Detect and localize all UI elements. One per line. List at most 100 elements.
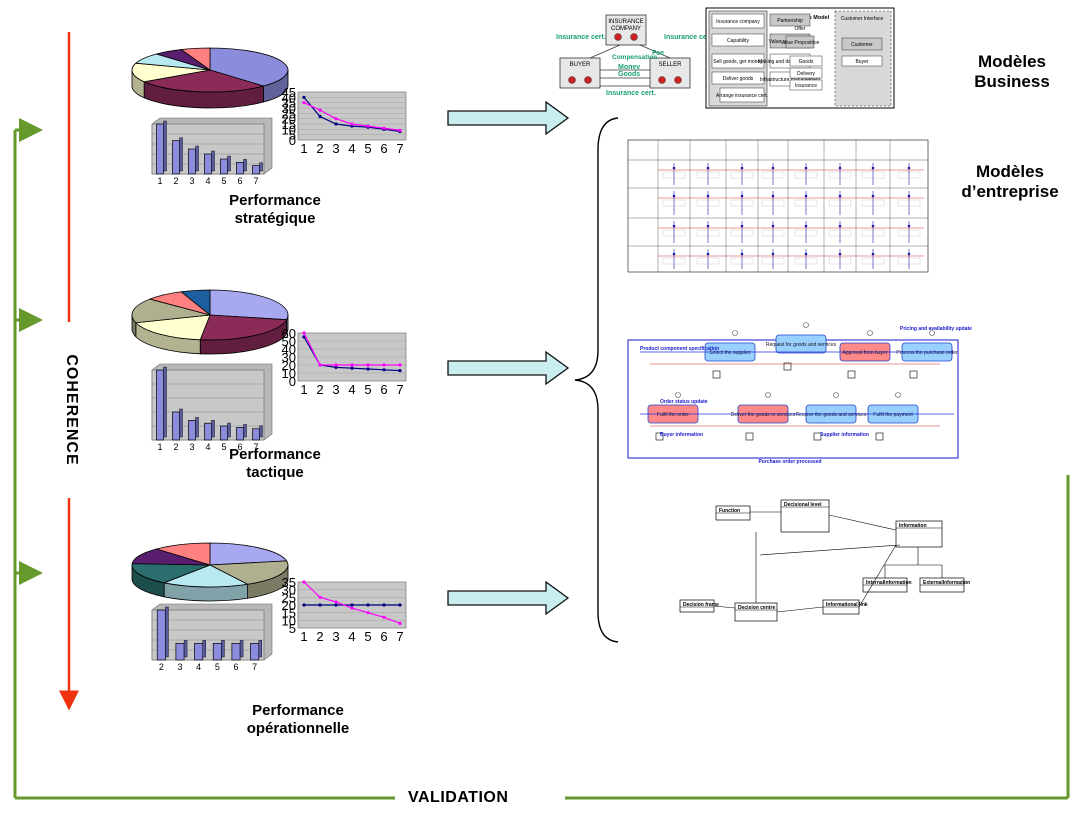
- pie-slice: [180, 289, 211, 316]
- data-point: [398, 363, 402, 367]
- process-doc-icon: [875, 432, 884, 441]
- bar-side: [239, 640, 244, 658]
- label-models-enterprise: Modèles d’entreprise: [940, 162, 1080, 202]
- grid-node: [706, 166, 710, 170]
- tick-label: 3: [332, 382, 339, 397]
- bar: [172, 411, 180, 441]
- actor-label: COMPANY: [611, 26, 641, 32]
- pie-slice: [134, 314, 211, 341]
- grid-cell-text: [861, 171, 885, 179]
- canvas-cell-label: Capability: [727, 38, 749, 44]
- label-models-business: Modèles Business: [942, 52, 1082, 92]
- actor-label: BUYER: [570, 62, 591, 68]
- data-point: [350, 603, 354, 607]
- flow-line: [589, 44, 621, 59]
- label-performance-tactical: Performance tactique: [190, 446, 360, 481]
- class-name: Informational link: [826, 602, 868, 608]
- pie-slice: [131, 62, 211, 83]
- tick-label: 4: [348, 629, 355, 644]
- bar-side: [163, 366, 167, 438]
- bar: [212, 642, 222, 661]
- data-point: [318, 108, 322, 112]
- grid-node: [771, 194, 775, 198]
- block-arrow: [447, 350, 570, 386]
- tick-label: 30: [282, 583, 296, 598]
- pie-slice: [131, 563, 211, 584]
- data-point: [382, 615, 386, 619]
- tick-label: 6: [380, 629, 387, 644]
- class-name: Information: [899, 523, 927, 529]
- actor-label: SELLER: [658, 62, 682, 68]
- class-name: ExternalInformation: [923, 580, 970, 586]
- grid-node: [838, 194, 842, 198]
- tick-label: 6: [237, 176, 242, 186]
- canvas-cell-label: Insurance company: [716, 19, 760, 25]
- class-link: [828, 514, 897, 531]
- tick-label: 2: [173, 442, 178, 452]
- grid-node: [907, 166, 911, 170]
- grid-cell-text: [662, 229, 686, 237]
- flow-label: Insurance cert.: [664, 34, 714, 41]
- coherence-label: COHERENCE: [63, 354, 80, 466]
- grouping-brace: [574, 117, 619, 643]
- label-line: Business: [974, 72, 1050, 92]
- data-point: [318, 603, 322, 607]
- tick-label: 20: [282, 358, 296, 373]
- data-point: [302, 101, 306, 105]
- bar-side: [179, 137, 183, 172]
- data-point: [366, 363, 370, 367]
- data-point: [366, 124, 370, 128]
- grid-cell-text: [696, 257, 720, 265]
- data-point: [382, 363, 386, 367]
- tick-label: 0: [289, 374, 296, 389]
- grid-cell-text: [662, 257, 686, 265]
- tick-label: 25: [282, 106, 296, 121]
- class-link: [776, 606, 824, 613]
- tick-label: 5: [364, 629, 371, 644]
- tick-label: 4: [205, 442, 210, 452]
- canvas-cell: [719, 87, 765, 103]
- tick-label: 1: [300, 382, 307, 397]
- process-label: Request for goods and services: [766, 342, 837, 348]
- block-arrow: [447, 580, 570, 616]
- bar: [236, 427, 244, 441]
- tick-label: 5: [364, 141, 371, 156]
- label-line: Performance: [229, 192, 321, 209]
- data-point: [350, 122, 354, 126]
- tick-label: 25: [282, 590, 296, 605]
- process-doc-icon: [847, 370, 856, 379]
- grid-cell-text: [794, 257, 818, 265]
- flow-label: Fee: [652, 50, 664, 57]
- grid-node: [771, 224, 775, 228]
- grid-node: [740, 224, 744, 228]
- process-label: Buyer information: [660, 432, 703, 438]
- canvas-cell: [769, 13, 811, 27]
- grid-cell-text: [794, 229, 818, 237]
- bar-side: [259, 162, 263, 172]
- flow-label: Goods: [618, 71, 640, 78]
- data-point: [334, 603, 338, 607]
- grid-node: [804, 166, 808, 170]
- grid-cell-text: [696, 229, 720, 237]
- process-event: [732, 330, 738, 336]
- grid-cell-text: [828, 171, 852, 179]
- grid-cell-text: [794, 171, 818, 179]
- tick-label: 40: [282, 342, 296, 357]
- grid-cell-text: [730, 257, 754, 265]
- grid-cell-text: [897, 199, 921, 207]
- canvas-cell-label: Partnership: [777, 18, 803, 24]
- tick-label: 7: [253, 176, 258, 186]
- label-performance-operational: Performance opérationnelle: [213, 702, 383, 737]
- actor-buyer: [559, 57, 601, 89]
- data-point: [382, 603, 386, 607]
- label-line: d’entreprise: [961, 182, 1059, 202]
- tick-label: 20: [282, 112, 296, 127]
- tick-label: 10: [282, 613, 296, 628]
- data-point: [350, 363, 354, 367]
